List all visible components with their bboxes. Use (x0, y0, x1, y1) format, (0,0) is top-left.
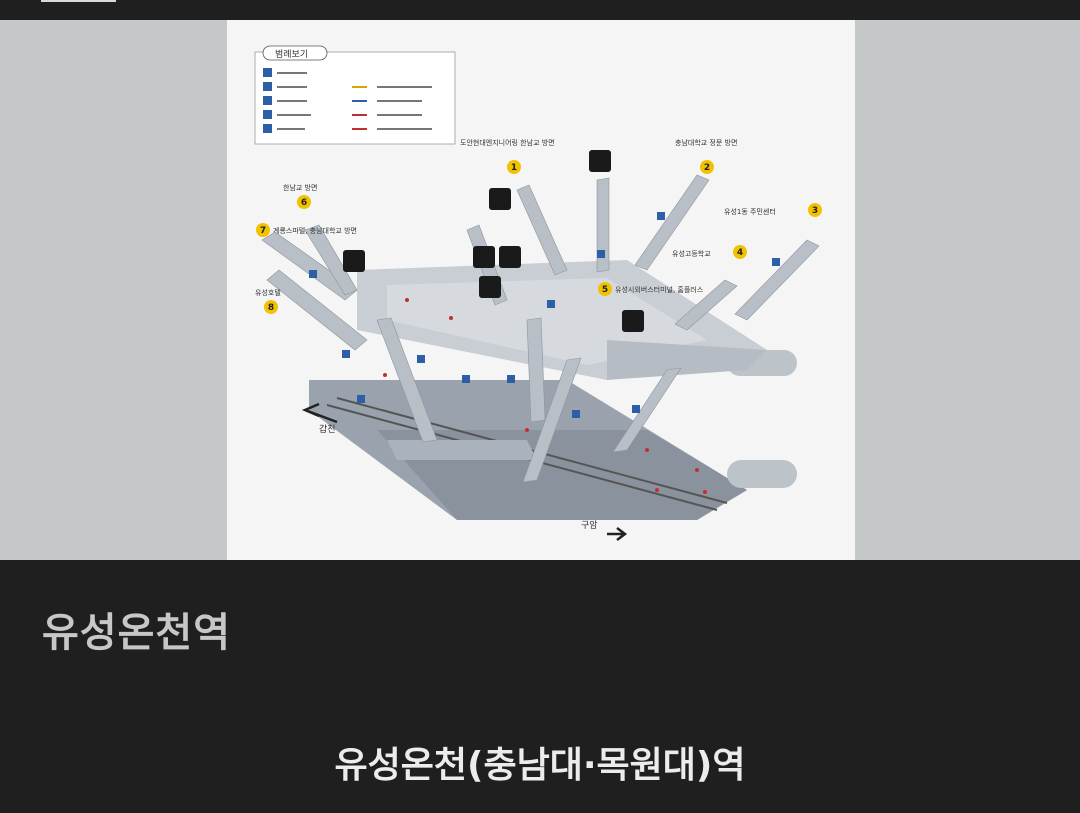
exit-4-label: 유성고등학교 (672, 249, 711, 258)
station-short-title: 유성온천역 (42, 610, 231, 656)
escalators (261, 174, 820, 483)
exit-2-label: 충남대학교 정문 방면 (675, 138, 737, 147)
exit-badges: 1 2 3 4 5 6 7 8 (256, 160, 822, 314)
direction-right: 구암 (581, 519, 628, 541)
direction-right-label: 구암 (581, 519, 598, 531)
legend-title: 범례보기 (275, 49, 308, 60)
top-app-bar (0, 0, 1080, 20)
tab-indicator[interactable] (41, 0, 116, 2)
exit-8-label: 유성호텔 (255, 288, 281, 297)
exit-1-label: 도안현대엔지니어링 한남교 방면 (460, 138, 555, 147)
exit-3-label: 유성1동 주민센터 (724, 207, 776, 216)
exit-3-number: 3 (812, 206, 818, 216)
red-markers (383, 298, 707, 494)
station-full-title: 유성온천(충남대·목원대)역 (334, 745, 746, 786)
concourse-level (357, 260, 767, 380)
direction-left-label: 갑천 (319, 423, 336, 435)
exit-1-number: 1 (511, 163, 517, 173)
station-map-image[interactable]: 범례보기 (227, 20, 855, 560)
exit-5-number: 5 (602, 285, 608, 295)
map-legend: 범례보기 (254, 45, 456, 145)
facility-markers (309, 212, 780, 418)
exit-4-number: 4 (737, 248, 743, 258)
exit-8-number: 8 (268, 303, 274, 313)
exit-2-number: 2 (704, 163, 710, 173)
image-viewer[interactable]: 범례보기 (0, 20, 1080, 560)
exit-7-label: 계룡스파텔, 충남대학교 방면 (273, 226, 357, 235)
exit-6-number: 6 (301, 198, 307, 208)
exit-7-number: 7 (260, 226, 266, 236)
facility-icons (343, 150, 644, 332)
caption-panel: 유성온천역 유성온천(충남대·목원대)역 (0, 560, 1080, 813)
exit-6-label: 한남교 방면 (283, 183, 317, 192)
exit-5-label: 유성시외버스터미널, 홈플러스 (615, 285, 704, 294)
direction-left: 갑천 (301, 402, 338, 435)
exit-labels: 도안현대엔지니어링 한남교 방면 충남대학교 정문 방면 유성1동 주민센터 유… (255, 138, 776, 297)
